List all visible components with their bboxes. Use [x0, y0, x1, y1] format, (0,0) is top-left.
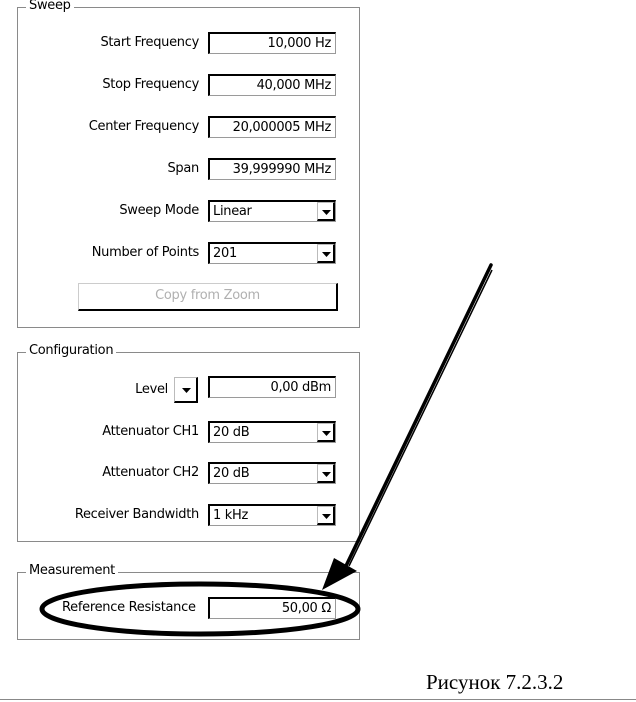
- chevron-down-icon: [322, 472, 331, 477]
- level-unit-button[interactable]: [174, 377, 198, 403]
- sweep-mode-label: Sweep Mode: [119, 203, 199, 218]
- reference-resistance-field[interactable]: 50,00 Ω: [208, 597, 336, 619]
- attenuator-ch2-value: 20 dB: [213, 466, 250, 481]
- start-frequency-label: Start Frequency: [100, 35, 199, 50]
- sweep-mode-dropdown-button[interactable]: [317, 202, 335, 221]
- copy-from-zoom-button[interactable]: Copy from Zoom: [78, 283, 338, 311]
- annotation-arrow: [322, 263, 493, 590]
- sweep-group-title: Sweep: [26, 0, 74, 14]
- receiver-bandwidth-value: 1 kHz: [213, 508, 249, 523]
- chevron-down-icon: [322, 252, 331, 257]
- configuration-group: Configuration: [17, 343, 360, 542]
- chevron-down-icon: [182, 388, 191, 393]
- sweep-mode-value: Linear: [213, 204, 252, 219]
- number-of-points-dropdown-button[interactable]: [317, 244, 335, 263]
- center-frequency-field[interactable]: 20,000005 MHz: [208, 116, 336, 138]
- chevron-down-icon: [322, 431, 331, 436]
- stop-frequency-label: Stop Frequency: [102, 77, 199, 92]
- attenuator-ch1-select[interactable]: 20 dB: [208, 421, 336, 443]
- figure-caption: Рисунок 7.2.3.2: [426, 670, 564, 694]
- measurement-group-title: Measurement: [26, 563, 118, 579]
- level-field[interactable]: 0,00 dBm: [208, 376, 336, 398]
- center-frequency-label: Center Frequency: [88, 119, 200, 134]
- start-frequency-field[interactable]: 10,000 Hz: [208, 32, 336, 54]
- attenuator-ch2-select[interactable]: 20 dB: [208, 462, 336, 484]
- configuration-group-title: Configuration: [26, 343, 117, 359]
- attenuator-ch1-label: Attenuator CH1: [102, 424, 199, 439]
- number-of-points-value: 201: [213, 246, 237, 261]
- chevron-down-icon: [322, 514, 331, 519]
- receiver-bandwidth-dropdown-button[interactable]: [317, 506, 335, 525]
- attenuator-ch1-value: 20 dB: [213, 425, 250, 440]
- number-of-points-label: Number of Points: [91, 245, 200, 260]
- bottom-rule: [0, 699, 636, 700]
- span-field[interactable]: 39,999990 MHz: [208, 158, 336, 180]
- reference-resistance-label: Reference Resistance: [62, 600, 196, 615]
- receiver-bandwidth-select[interactable]: 1 kHz: [208, 504, 336, 526]
- highlight-ellipse: [39, 581, 361, 637]
- number-of-points-select[interactable]: 201: [208, 242, 336, 264]
- sweep-mode-select[interactable]: Linear: [208, 200, 336, 222]
- attenuator-ch2-dropdown-button[interactable]: [317, 464, 335, 483]
- attenuator-ch2-label: Attenuator CH2: [102, 465, 199, 480]
- chevron-down-icon: [322, 210, 331, 215]
- stop-frequency-field[interactable]: 40,000 MHz: [208, 74, 336, 96]
- attenuator-ch1-dropdown-button[interactable]: [317, 423, 335, 442]
- level-label: Level: [135, 382, 168, 397]
- receiver-bandwidth-label: Receiver Bandwidth: [74, 507, 199, 522]
- span-label: Span: [167, 161, 199, 176]
- sweep-group: Sweep: [17, 0, 360, 328]
